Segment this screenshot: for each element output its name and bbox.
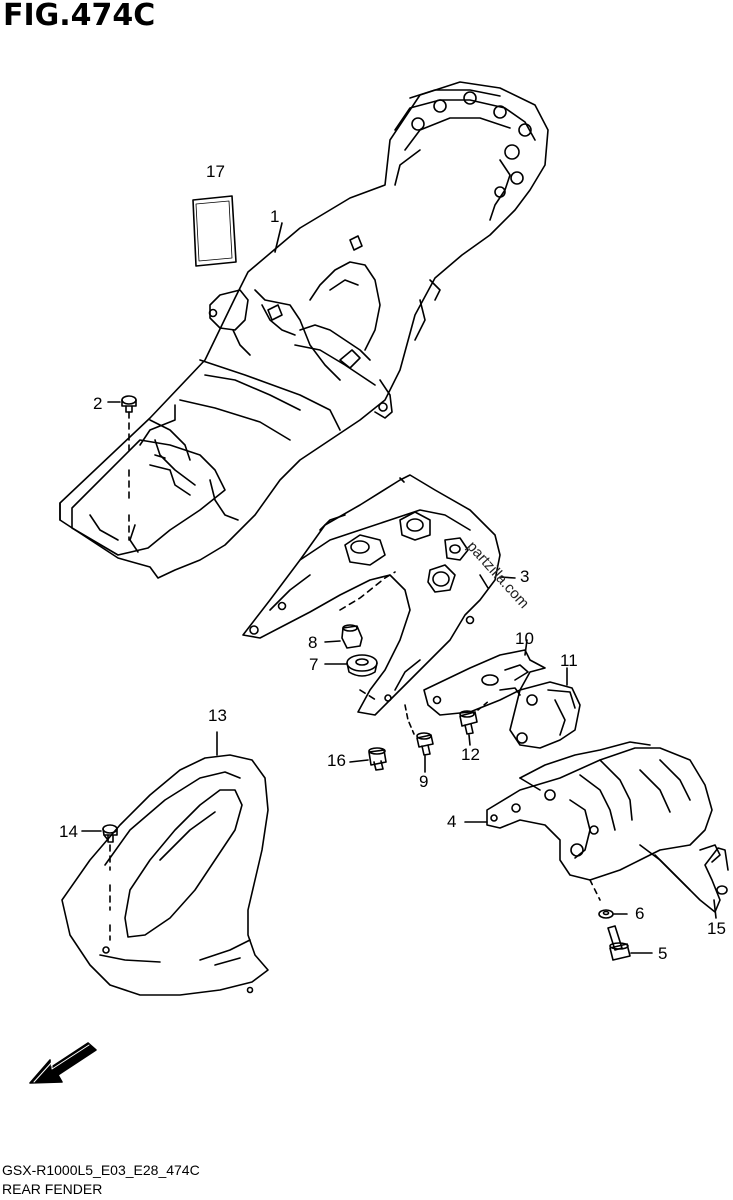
part-2-screw xyxy=(121,395,137,413)
callout-1: 1 xyxy=(270,207,280,226)
callout-15: 15 xyxy=(707,919,726,938)
callout-7: 7 xyxy=(309,655,319,674)
leader-3-low xyxy=(359,689,377,701)
leader-15 xyxy=(713,899,717,919)
leader-8 xyxy=(324,640,341,643)
leader-9-dash xyxy=(404,704,415,735)
callout-5: 5 xyxy=(658,944,668,963)
callout-17: 17 xyxy=(206,162,225,181)
callout-3: 3 xyxy=(520,567,530,586)
part-14-bolt xyxy=(102,824,118,843)
part-13-front-fender xyxy=(61,754,269,996)
part-1-rear-fender-assembly xyxy=(59,81,549,579)
figure-title: FIG.474C xyxy=(3,0,156,33)
part-8-cushion xyxy=(341,624,363,649)
part-12-bolt xyxy=(459,710,478,735)
callout-2: 2 xyxy=(93,394,103,413)
part-11-bracket xyxy=(509,681,581,749)
model-code: GSX-R1000L5_E03_E28_474C xyxy=(2,1162,200,1178)
callout-16: 16 xyxy=(327,751,346,770)
part-17-label-sticker xyxy=(192,195,237,267)
leader-3-mount xyxy=(339,571,396,611)
callout-8: 8 xyxy=(308,633,318,652)
leader-6-dash xyxy=(589,879,601,901)
callout-4: 4 xyxy=(447,812,457,831)
leader-12-dash xyxy=(477,699,491,711)
callout-11: 11 xyxy=(560,651,578,670)
callout-6: 6 xyxy=(635,904,645,923)
figure-caption: REAR FENDER xyxy=(2,1181,103,1197)
leader-10 xyxy=(524,639,528,656)
leader-16 xyxy=(349,759,369,763)
callout-14: 14 xyxy=(59,822,78,841)
part-7-grommet xyxy=(346,654,378,677)
part-5-bolt xyxy=(607,925,631,961)
callout-9: 9 xyxy=(419,772,429,791)
fwd-arrow-icon xyxy=(29,1042,97,1084)
part-16-screw xyxy=(368,747,387,771)
callout-12: 12 xyxy=(461,745,480,764)
leader-1 xyxy=(274,222,283,253)
part-6-washer xyxy=(598,909,614,919)
part-9-screw xyxy=(416,732,434,756)
part-4-rear-mudguard xyxy=(486,741,729,913)
leader-12 xyxy=(468,734,471,746)
callout-13: 13 xyxy=(208,706,227,725)
part-10-plate-bracket xyxy=(423,649,546,716)
callout-10: 10 xyxy=(515,629,534,648)
part-3-fender-bracket xyxy=(242,474,516,716)
